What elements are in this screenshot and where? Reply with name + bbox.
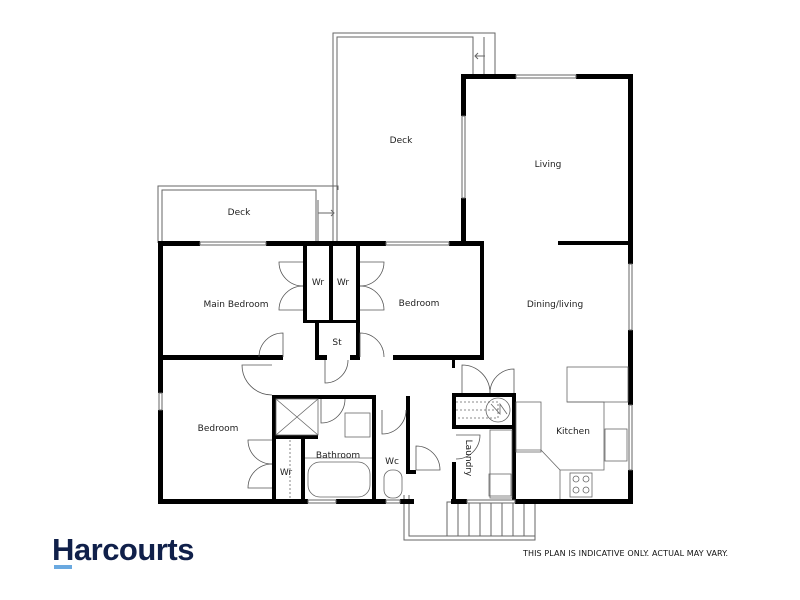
room-label-bedroom-2: Bedroom — [399, 299, 440, 309]
room-label-dining: Dining/living — [527, 300, 583, 310]
room-label-bedroom-3: Bedroom — [198, 424, 239, 434]
windows — [158, 74, 633, 504]
room-label-wc: Wc — [385, 457, 399, 467]
room-label-deck-lower: Deck — [228, 208, 251, 218]
room-label-wr-2: Wr — [337, 278, 349, 288]
room-label-wr-1: Wr — [312, 278, 324, 288]
walls — [158, 74, 633, 504]
room-label-wr-3: Wr — [280, 468, 292, 478]
room-label-deck-upper: Deck — [390, 136, 413, 146]
deck-arrows — [318, 52, 485, 217]
room-label-living: Living — [535, 160, 562, 170]
fixtures — [275, 366, 629, 499]
harcourts-logo: Harcourts — [52, 532, 194, 567]
deck-outlines — [157, 32, 536, 541]
room-label-kitchen: Kitchen — [556, 427, 590, 437]
disclaimer-text: THIS PLAN IS INDICATIVE ONLY. ACTUAL MAY… — [523, 549, 729, 558]
doors — [241, 261, 515, 489]
room-label-laundry: Laundry — [463, 440, 473, 477]
logo-accent-bar — [54, 565, 72, 569]
room-label-bathroom: Bathroom — [316, 451, 360, 461]
room-label-st: St — [332, 338, 342, 348]
stairs — [446, 501, 536, 537]
room-label-main-bedroom: Main Bedroom — [203, 300, 268, 310]
